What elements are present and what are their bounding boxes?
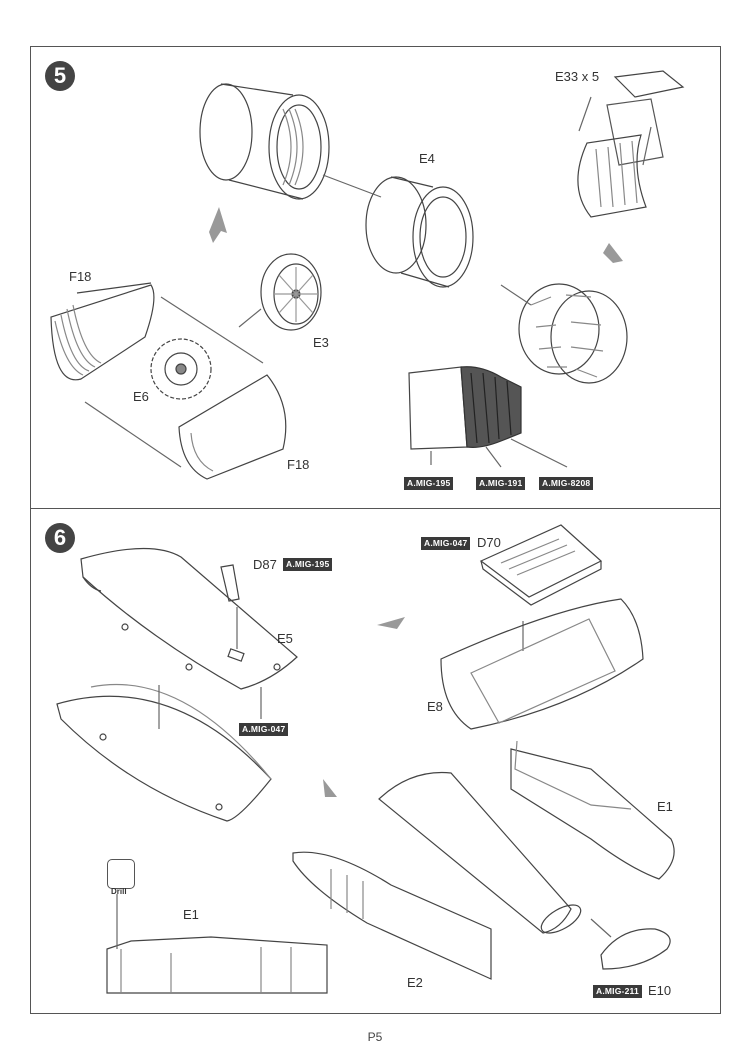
nozzle-part <box>518 283 628 384</box>
step-number-badge: 6 <box>45 523 75 553</box>
paint-code-tag: A.MIG-047 <box>421 537 471 550</box>
step-6-drawing <box>56 524 675 994</box>
e5-trough <box>56 683 272 822</box>
e8-panel <box>440 598 644 730</box>
arrow-icon <box>322 174 382 198</box>
part-label-e6: E6 <box>133 389 149 404</box>
paint-code-tag: A.MIG-195 <box>404 477 454 490</box>
ring-part <box>365 176 474 288</box>
arrow-icon <box>323 779 337 797</box>
arrow-icon <box>209 207 227 243</box>
step-number-badge: 5 <box>45 61 75 91</box>
part-label-e3: E3 <box>313 335 329 350</box>
drill-icon <box>107 859 135 889</box>
arrow-icon <box>238 308 262 328</box>
part-label-f18-top: F18 <box>69 269 92 284</box>
part-label-e5: E5 <box>277 631 293 646</box>
step-6-panel: 6 <box>30 508 721 1014</box>
arrow-icon <box>500 284 532 306</box>
f18-right-half <box>178 374 287 480</box>
part-label-e8: E8 <box>427 699 443 714</box>
part-label-e10: E10 <box>648 983 672 998</box>
e1-detail-part <box>106 936 328 994</box>
part-label-f18-bottom: F18 <box>287 457 310 472</box>
drill-label: Drill <box>111 887 127 896</box>
part-label-e1-detail: E1 <box>183 907 199 922</box>
e10-part <box>600 928 671 970</box>
paint-code-tag: A.MIG-8208 <box>539 477 594 490</box>
d87-part <box>220 564 240 602</box>
step-5-panel: 5 <box>30 46 721 509</box>
paint-code-tag: A.MIG-211 <box>593 985 642 998</box>
nozzle-part <box>408 366 522 450</box>
cylinder-part <box>199 83 330 200</box>
part-label-d70: D70 <box>477 535 501 550</box>
part-label-e1: E1 <box>657 799 673 814</box>
e5-panel <box>80 547 298 690</box>
paint-code-tag: A.MIG-191 <box>476 477 526 490</box>
part-label-e4: E4 <box>419 151 435 166</box>
fan-disc-part <box>260 253 322 331</box>
arrow-icon <box>377 617 405 629</box>
fuselage-assembly <box>292 740 675 980</box>
f18-left-half <box>50 282 155 381</box>
step-5-drawing <box>50 70 685 480</box>
part-label-d87: D87 <box>253 557 277 572</box>
arrow-icon <box>603 243 623 263</box>
part-label-e2: E2 <box>407 975 423 990</box>
d70-part <box>479 524 603 606</box>
nozzle-part <box>577 70 685 218</box>
part-label-e33: E33 x 5 <box>555 69 600 84</box>
page-number: P5 <box>367 1030 383 1044</box>
paint-code-tag: A.MIG-195 <box>283 558 333 571</box>
fan-disc-part <box>150 338 212 400</box>
paint-code-tag: A.MIG-047 <box>239 723 289 736</box>
